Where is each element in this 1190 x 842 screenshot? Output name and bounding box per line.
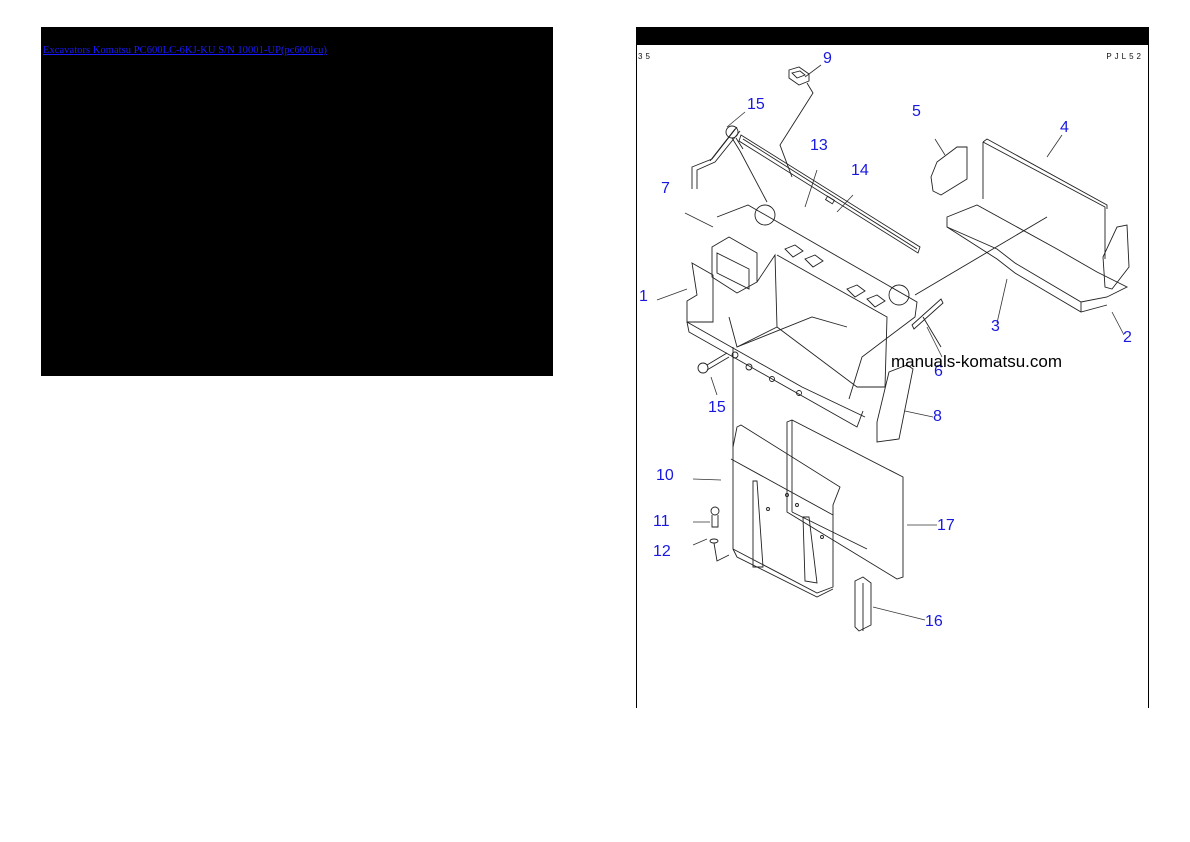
part-16-post xyxy=(854,576,872,632)
callout-6: 6 xyxy=(934,363,943,380)
exploded-parts-drawing xyxy=(656,64,1130,632)
part-9-switch xyxy=(779,66,814,178)
callout-9: 9 xyxy=(823,50,832,67)
callout-12: 12 xyxy=(653,543,671,560)
callout-1: 1 xyxy=(639,288,648,305)
part-10-panel xyxy=(730,424,841,598)
part-7-strip xyxy=(691,126,741,189)
left-panel: Excavators Komatsu PC600LC-6KJ-KU S/N 10… xyxy=(41,27,553,376)
part-2-armrest xyxy=(1102,224,1130,290)
part-1-console xyxy=(686,204,918,428)
part-17-board xyxy=(786,419,904,580)
leader-lines xyxy=(656,64,1125,621)
callout-2: 2 xyxy=(1123,329,1132,346)
part-15-bolt-bottom xyxy=(697,347,734,447)
callout-16: 16 xyxy=(925,613,943,630)
callout-5: 5 xyxy=(912,103,921,120)
part-3-seat xyxy=(914,204,1129,313)
callout-15-top: 15 xyxy=(747,96,765,113)
parts-diagram-frame: 35 PJL52 xyxy=(635,27,1149,708)
callout-17: 17 xyxy=(937,517,955,534)
page-number: 35 xyxy=(638,52,653,61)
frame-header-bar xyxy=(635,27,1149,45)
part-6-strip xyxy=(911,298,944,348)
part-4-backrest xyxy=(982,138,1108,259)
callout-4: 4 xyxy=(1060,119,1069,136)
callout-11: 11 xyxy=(653,513,670,530)
watermark-text: manuals-komatsu.com xyxy=(891,352,1063,371)
part-11-12-bolt-washer xyxy=(709,506,730,562)
manual-title-link[interactable]: Excavators Komatsu PC600LC-6KJ-KU S/N 10… xyxy=(43,45,327,56)
page-code: PJL52 xyxy=(1106,52,1144,61)
callout-8: 8 xyxy=(933,408,942,425)
part-8-trim xyxy=(876,364,914,443)
callout-15-bottom: 15 xyxy=(708,399,726,416)
part-13-14-rail xyxy=(738,134,921,254)
part-5-panel xyxy=(930,146,968,196)
part-15-bolt-top xyxy=(725,125,768,203)
callout-10: 10 xyxy=(656,467,674,484)
callout-13: 13 xyxy=(810,137,828,154)
callout-3: 3 xyxy=(991,318,1000,335)
callout-14: 14 xyxy=(851,162,869,179)
callout-7: 7 xyxy=(661,180,670,197)
